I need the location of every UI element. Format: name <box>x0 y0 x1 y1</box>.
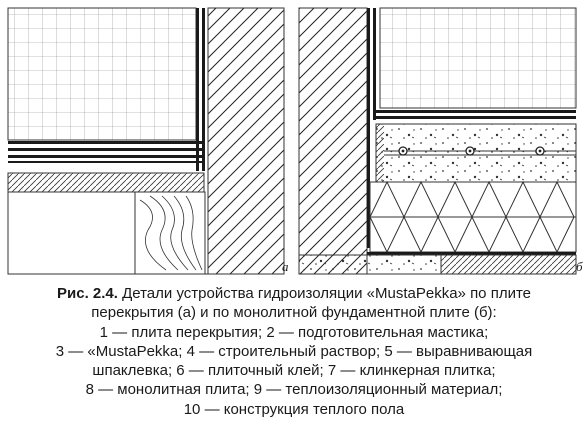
panel-b-drawing: б <box>298 7 583 275</box>
panel-a-drawing: а <box>7 7 289 275</box>
caption-title-part1: Детали устройства гидроизоляции «MustaPe… <box>117 285 531 302</box>
floor-slab-a <box>7 191 136 275</box>
heating-pipe <box>465 146 475 156</box>
heating-pipe <box>535 146 545 156</box>
waterproofing-membrane-a <box>8 141 204 144</box>
figure-caption: Рис. 2.4. Детали устройства гидроизоляци… <box>0 284 588 419</box>
legend-line: шпаклевка; 6 — плиточный клей; 7 — клинк… <box>92 362 496 380</box>
panel-a-label: а <box>282 259 289 274</box>
legend-line: 3 — «MustaPekka; 4 — строительный раство… <box>55 342 533 360</box>
foundation-wall-b <box>298 7 368 275</box>
mortar-layer-a <box>7 172 205 193</box>
monolithic-slab-b <box>298 254 442 275</box>
figure-number: Рис. 2.4. <box>57 285 118 302</box>
clinker-tile-b <box>379 7 577 109</box>
heating-pipe <box>398 146 408 156</box>
wall-a <box>207 7 285 275</box>
legend-line: 1 — плита перекрытия; 2 — подготовительн… <box>99 323 489 341</box>
legend-line: 8 — монолитная плита; 9 — теплоизоляцион… <box>85 381 503 399</box>
detail-drawings: а б <box>7 7 583 275</box>
waterproofing-membrane-b <box>376 110 576 113</box>
panel-b-label: б <box>576 259 583 274</box>
clinker-tile-a <box>8 8 196 140</box>
legend-line: 10 — конструкция теплого пола <box>183 400 405 418</box>
caption-title-line: Рис. 2.4. Детали устройства гидроизоляци… <box>0 284 588 303</box>
caption-title-part2: перекрытия (а) и по монолитной фундамент… <box>91 304 497 322</box>
